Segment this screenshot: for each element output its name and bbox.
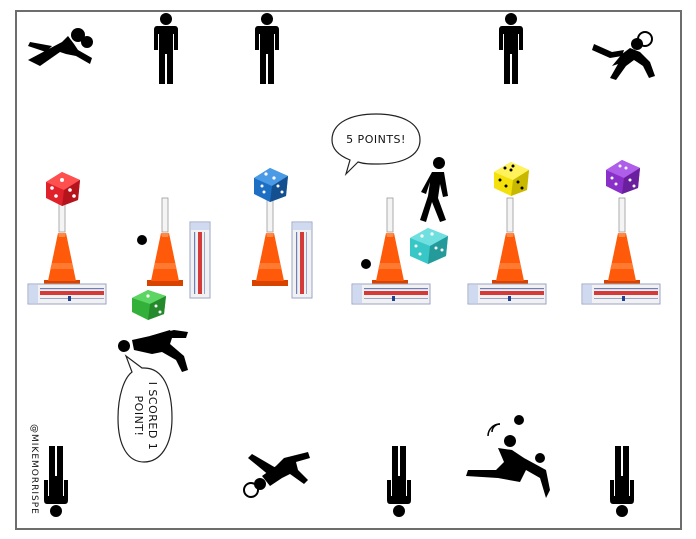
frame-border xyxy=(15,10,682,530)
pole xyxy=(266,197,274,233)
die-icon xyxy=(606,160,640,194)
pole xyxy=(386,197,394,233)
ball-icon xyxy=(361,259,371,269)
ruler-icon xyxy=(581,283,661,305)
person-falling-icon xyxy=(592,31,655,80)
person-lying-icon xyxy=(118,330,188,372)
speech-scored-line1: I SCORED 1 xyxy=(146,382,159,451)
ruler-icon xyxy=(189,221,211,299)
die-icon xyxy=(132,290,166,320)
die-icon xyxy=(410,228,448,264)
person-lying-icon xyxy=(28,28,93,66)
person-falling-icon xyxy=(243,452,310,498)
speech-scored-line2: POINT! xyxy=(132,396,145,437)
pole xyxy=(506,197,514,233)
speech-five-points: 5 POINTS! xyxy=(346,133,406,146)
die-icon xyxy=(46,172,80,206)
ruler-icon xyxy=(27,283,107,305)
ruler-icon xyxy=(467,283,547,305)
person-walking-icon xyxy=(420,157,448,222)
ball-icon xyxy=(137,235,147,245)
die-icon xyxy=(494,162,529,196)
die-icon xyxy=(254,168,288,202)
credit-handle: @MIKEMORRISPE xyxy=(29,424,39,515)
ruler-icon xyxy=(291,221,313,299)
pole xyxy=(161,197,169,233)
person-kicking-icon xyxy=(466,415,550,498)
speech-bubble-icon: I SCORED 1 POINT! xyxy=(117,354,173,463)
speech-bubble-icon: 5 POINTS! xyxy=(331,113,421,177)
pole xyxy=(618,197,626,233)
ruler-icon xyxy=(351,283,431,305)
